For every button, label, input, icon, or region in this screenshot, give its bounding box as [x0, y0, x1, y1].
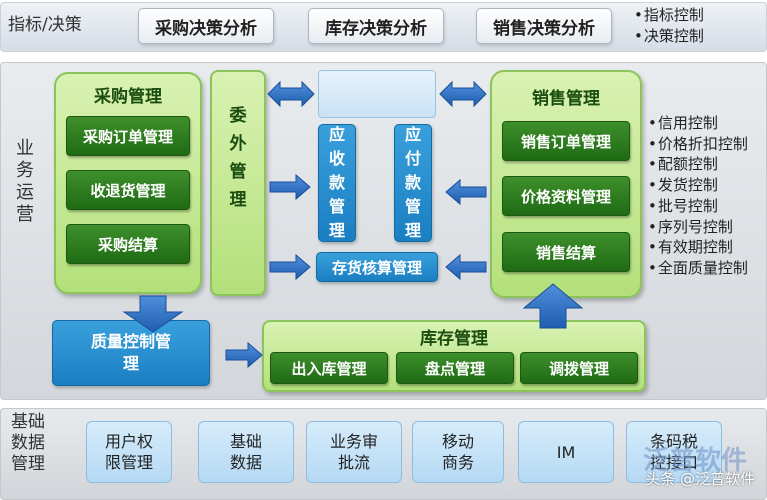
decision-controls-list: 指标控制 决策控制 [634, 5, 704, 46]
price-discount-control-item: 价格折扣控制 [648, 134, 748, 155]
master-data-row-label: 基础数据管理 [11, 412, 45, 474]
sales-order-box[interactable]: 销售订单管理 [502, 121, 630, 161]
mobile-business-box[interactable]: 移动商务 [412, 421, 504, 483]
purchase-title: 采购管理 [94, 87, 162, 107]
purchase-decision-box[interactable]: 采购决策分析 [138, 8, 274, 44]
price-data-box[interactable]: 价格资料管理 [502, 176, 630, 216]
inventory-costing-box[interactable]: 存货核算管理 [316, 252, 438, 282]
indicator-control-item: 指标控制 [634, 5, 704, 26]
transfer-box[interactable]: 调拨管理 [520, 352, 638, 384]
payable-box[interactable]: 应付款管理 [394, 124, 432, 242]
batch-control-item: 批号控制 [648, 196, 748, 217]
inbound-outbound-box[interactable]: 出入库管理 [270, 352, 388, 384]
credit-control-item: 信用控制 [648, 113, 748, 134]
basic-data-box[interactable]: 基础数据 [198, 421, 294, 483]
receivable-label: 应收款管理 [328, 125, 345, 240]
payable-label: 应付款管理 [404, 125, 421, 240]
quality-control-item: 全面质量控制 [648, 258, 748, 279]
decision-control-item: 决策控制 [634, 26, 704, 47]
user-permission-box[interactable]: 用户权限管理 [86, 421, 172, 483]
quota-control-item: 配额控制 [648, 154, 748, 175]
purchase-settlement-box[interactable]: 采购结算 [66, 224, 190, 264]
sales-controls-list: 信用控制 价格折扣控制 配额控制 发货控制 批号控制 序列号控制 有效期控制 全… [648, 113, 748, 279]
watermark-logo: 泛普软件 [642, 445, 747, 476]
outsourcing-panel[interactable]: 委外管理 [210, 70, 266, 296]
serial-control-item: 序列号控制 [648, 217, 748, 238]
sales-decision-box[interactable]: 销售决策分析 [476, 8, 612, 44]
quality-control-box[interactable]: 质量控制管理 [52, 320, 210, 386]
receivable-box[interactable]: 应收款管理 [318, 124, 356, 242]
watermark-text: 头条 @泛普软件 [645, 469, 755, 488]
stocktaking-box[interactable]: 盘点管理 [396, 352, 514, 384]
sales-title: 销售管理 [532, 89, 600, 109]
barcode-tax-interface-box[interactable]: 条码税控接口 [626, 421, 722, 483]
shipping-control-item: 发货控制 [648, 175, 748, 196]
expiry-control-item: 有效期控制 [648, 237, 748, 258]
sales-settlement-box[interactable]: 销售结算 [502, 232, 630, 272]
blank-module-box [318, 70, 436, 118]
purchase-order-box[interactable]: 采购订单管理 [66, 116, 190, 156]
outsourcing-label: 委外管理 [229, 106, 247, 210]
inventory-decision-box[interactable]: 库存决策分析 [308, 8, 444, 44]
im-box[interactable]: IM [518, 421, 614, 483]
receive-return-box[interactable]: 收退货管理 [66, 170, 190, 210]
decision-row-label: 指标/决策 [8, 15, 82, 35]
operations-row-label: 业务运营 [16, 138, 34, 225]
approval-flow-box[interactable]: 业务审批流 [306, 421, 402, 483]
warehouse-title: 库存管理 [420, 329, 488, 349]
